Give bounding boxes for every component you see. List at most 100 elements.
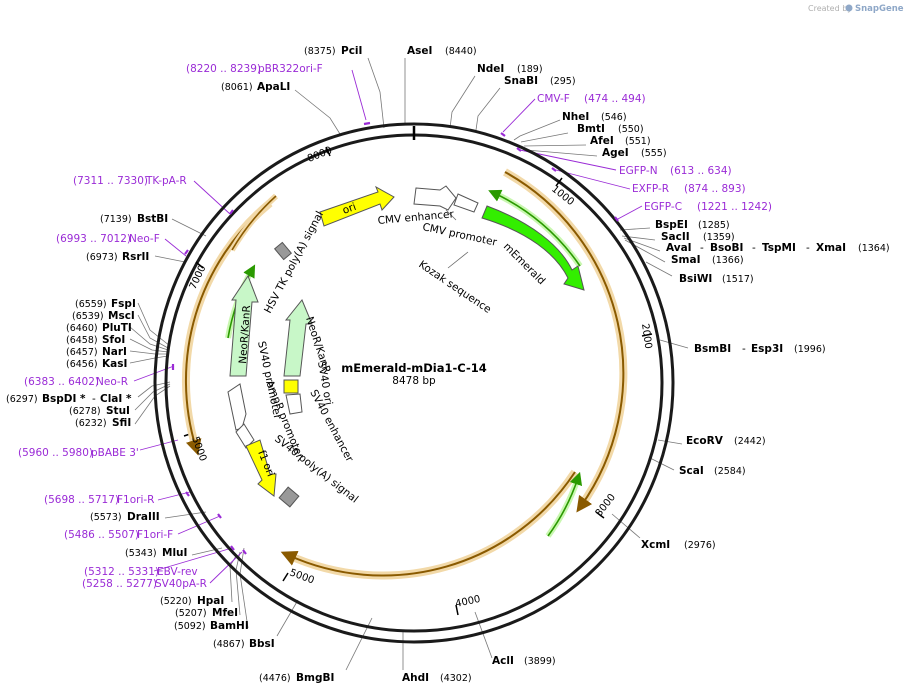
snapgene-logo-icon xyxy=(845,4,853,12)
enzyme-name: DraIII xyxy=(127,511,160,523)
sv40-enhancer-feature[interactable] xyxy=(285,393,303,415)
enzyme-name: EcoRV xyxy=(686,435,724,447)
ori-feature[interactable] xyxy=(319,185,395,227)
feature-label-memerald: mEmerald xyxy=(501,241,548,288)
enzyme-name: AclI xyxy=(492,655,514,667)
enzyme-isoschizomer: BsoBI xyxy=(710,242,743,254)
primer-range: (874 .. 893) xyxy=(684,183,746,195)
enzyme-pos: (6297) xyxy=(6,394,38,405)
enzyme-labels: (8375) PciI AseI (8440) NdeI (189) SnaBI… xyxy=(6,45,890,684)
primer-name: F1ori-R xyxy=(117,494,154,506)
neokanr-outer-feature[interactable] xyxy=(229,274,259,377)
enzyme-name: AfeI xyxy=(590,135,614,147)
sv40-promoter-feature[interactable] xyxy=(227,383,247,431)
enzyme-isoschizomer: TspMI xyxy=(762,242,796,254)
enzyme-pos: (2584) xyxy=(714,466,746,477)
enzyme-pos: (2976) xyxy=(684,540,716,551)
enzyme-name: PluTI xyxy=(102,322,132,334)
enzyme-name: StuI xyxy=(106,405,130,417)
primer-name: EBV-rev xyxy=(157,566,198,578)
enzyme-name: ApaLI xyxy=(257,81,290,93)
enzyme-name: BstBI xyxy=(137,213,168,225)
primer-name: pBABE 3' xyxy=(91,447,139,459)
feature-label-neokanr-outer: NeoR/KanR xyxy=(237,305,253,364)
enzyme-name: AhdI xyxy=(402,672,429,684)
plasmid-name: mEmerald-mDia1-C-14 xyxy=(341,361,487,375)
tick-label-2000: 2000 xyxy=(639,323,653,350)
feature-label-cmv-promoter: CMV promoter xyxy=(421,221,498,249)
enzyme-name: SfoI xyxy=(102,334,125,346)
enzyme-name: BmgBI xyxy=(296,672,334,684)
feature-label-hsv-tk-polya: HSV TK poly(A) signal xyxy=(262,209,326,315)
cmv-promoter-feature[interactable] xyxy=(453,193,479,213)
enzyme-pos: (6278) xyxy=(69,406,101,417)
enzyme-name: SfiI xyxy=(112,417,131,429)
primer-range: (5960 .. 5980) xyxy=(18,447,93,459)
enzyme-name: SacII xyxy=(661,231,690,243)
enzyme-pos: (6460) xyxy=(66,323,98,334)
enzyme-name: SnaBI xyxy=(504,75,538,87)
inner-features xyxy=(227,185,585,508)
enzyme-name: PciI xyxy=(341,45,362,57)
neokanr-inner-feature[interactable] xyxy=(283,299,313,377)
sv40-ori-feature[interactable] xyxy=(283,379,299,394)
enzyme-pos: (1517) xyxy=(722,274,754,285)
primer-range: (6383 .. 6402) xyxy=(24,376,99,388)
enzyme-name: AseI xyxy=(407,45,432,57)
enzyme-name: BamHI xyxy=(210,620,249,632)
enzyme-pos: (6456) xyxy=(66,359,98,370)
primer-range: (5486 .. 5507) xyxy=(64,529,139,541)
enzyme-name: RsrII xyxy=(122,251,149,263)
enzyme-name: NheI xyxy=(562,111,589,123)
enzyme-pos: (1366) xyxy=(712,255,744,266)
enzyme-pos: (7139) xyxy=(100,214,132,225)
enzyme-pos: (6458) xyxy=(66,335,98,346)
enzyme-pos: (6232) xyxy=(75,418,107,429)
primer-name: TK-pA-R xyxy=(145,175,187,187)
enzyme-name: NarI xyxy=(102,346,127,358)
enzyme-separator: - xyxy=(752,242,756,254)
enzyme-name: XcmI xyxy=(641,539,670,551)
enzyme-pos: (1996) xyxy=(794,344,826,355)
enzyme-pos: (4302) xyxy=(440,673,472,684)
enzyme-name: AvaI xyxy=(666,242,692,254)
primer-range: (5698 .. 5717) xyxy=(44,494,119,506)
hsv-tk-polya-feature[interactable] xyxy=(273,241,293,261)
enzyme-name: ScaI xyxy=(679,465,704,477)
feature-label-ori: ori xyxy=(341,201,358,217)
enzyme-isoschizomer: ClaI * xyxy=(100,393,132,405)
orf-arcs xyxy=(182,168,628,580)
enzyme-name: BspDI * xyxy=(42,393,86,405)
enzyme-pos: (5207) xyxy=(175,608,207,619)
primer-range: (6993 .. 7012) xyxy=(56,233,131,245)
enzyme-name: MluI xyxy=(162,547,187,559)
sv40-polya-feature[interactable] xyxy=(278,486,300,508)
enzyme-separator: - xyxy=(806,242,810,254)
feature-label-cmv-enhancer: CMV enhancer xyxy=(377,208,455,227)
f1-ori-feature[interactable] xyxy=(245,439,277,497)
enzyme-pos: (546) xyxy=(601,112,627,123)
enzyme-pos: (2442) xyxy=(734,436,766,447)
cmv-enhancer-feature[interactable] xyxy=(413,185,457,211)
memerald-feature[interactable] xyxy=(481,205,585,291)
primer-name: Neo-F xyxy=(129,233,160,245)
kozak-leader-2 xyxy=(447,251,469,269)
tick-label-5000b: 5000 xyxy=(189,435,208,463)
enzyme-pos: (6559) xyxy=(75,299,107,310)
enzyme-pos: (551) xyxy=(625,136,651,147)
tick-label-4000: 4000 xyxy=(454,594,481,610)
enzyme-name: MfeI xyxy=(212,607,238,619)
ampr-promoter-feature[interactable] xyxy=(235,423,255,449)
watermark-brand: SnapGene xyxy=(855,4,904,14)
enzyme-pos: (189) xyxy=(517,64,543,75)
primer-name: Neo-R xyxy=(96,376,128,388)
enzyme-name: AgeI xyxy=(602,147,629,159)
enzyme-isoschizomer: Esp3I xyxy=(751,343,783,355)
primer-name: CMV-F xyxy=(537,93,570,105)
primer-range: (613 .. 634) xyxy=(670,165,732,177)
primer-range: (5312 .. 5331) xyxy=(84,566,159,578)
watermark-prefix: Created by xyxy=(808,4,852,13)
enzyme-name: KasI xyxy=(102,358,127,370)
enzyme-name: BsmBI xyxy=(694,343,731,355)
enzyme-pos: (5220) xyxy=(160,596,192,607)
